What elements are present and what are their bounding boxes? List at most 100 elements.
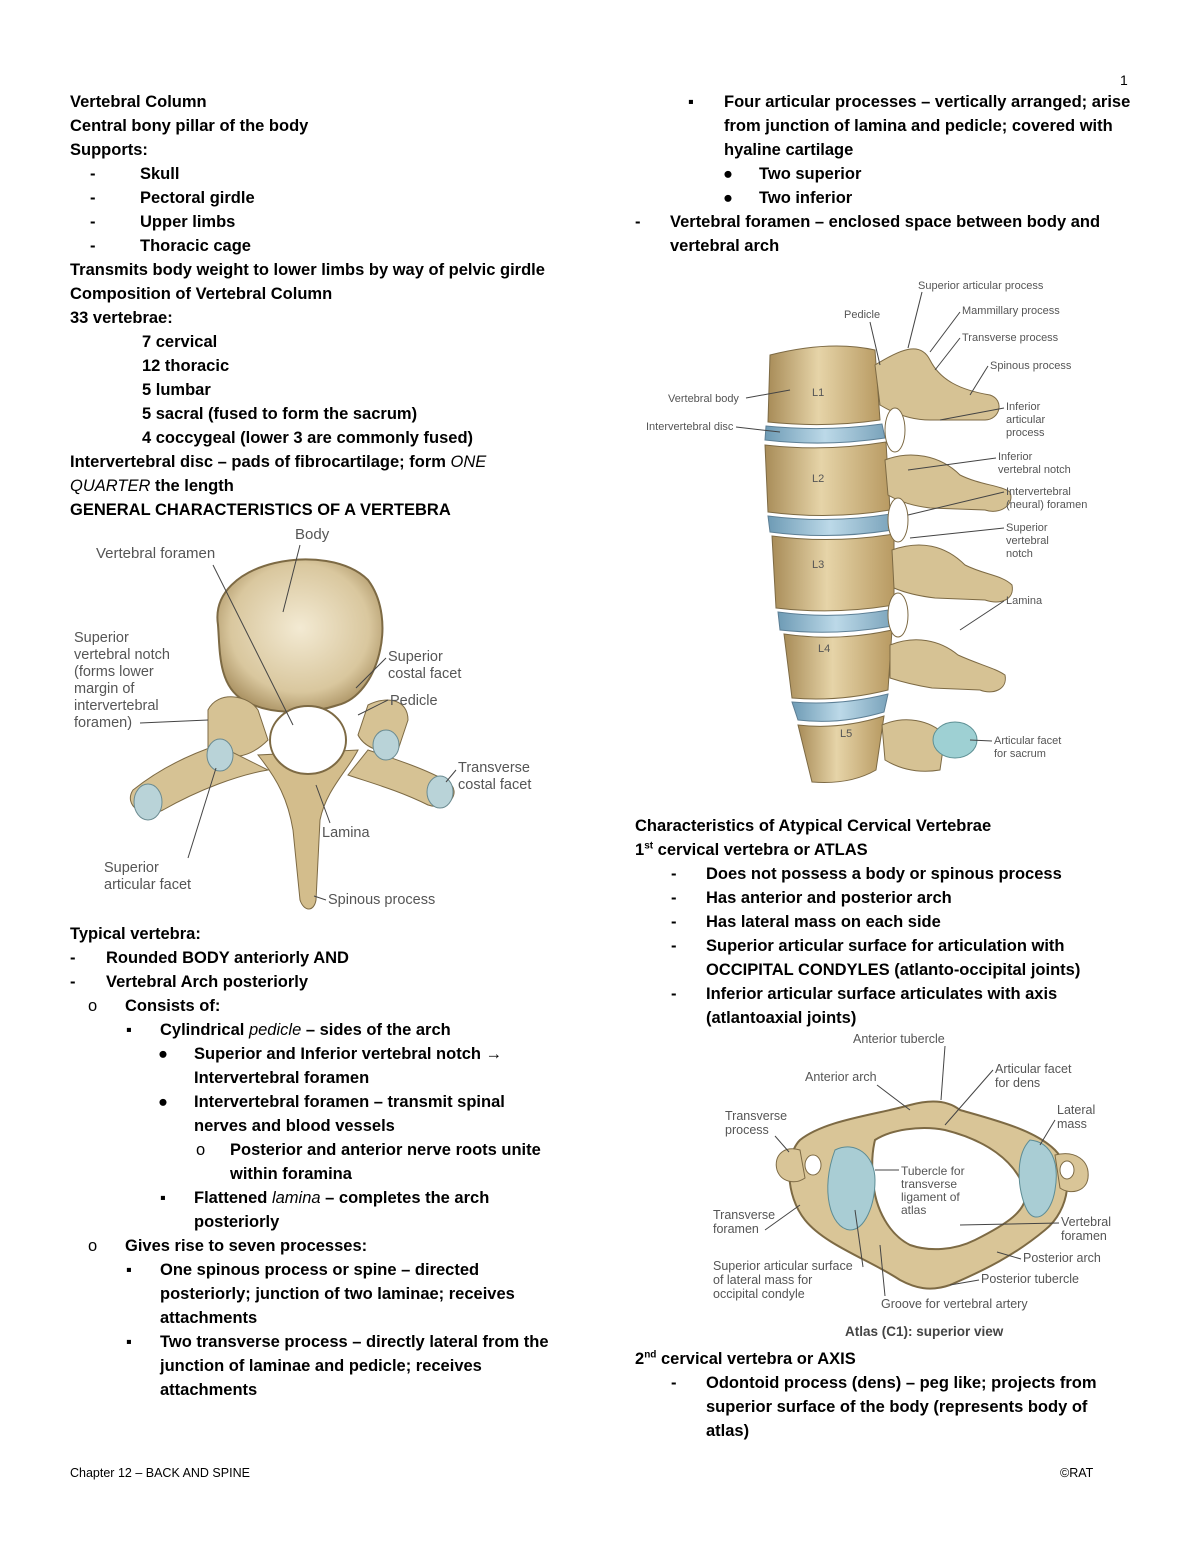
fig3-label-groove: Groove for vertebral artery <box>881 1297 1028 1311</box>
fig2-label-superior-notch-2: vertebral <box>1006 535 1049 547</box>
list-item: -Rounded BODY anteriorly AND <box>70 949 349 967</box>
list-item: -Odontoid process (dens) – peg like; pro… <box>671 1374 1097 1392</box>
footer-credit: ©RAT <box>1060 1466 1094 1480</box>
typical-section: Typical vertebra: -Rounded BODY anterior… <box>70 922 590 1402</box>
atlas-heading: 1st cervical vertebra or ATLAS <box>635 840 868 859</box>
list-item: -Does not possess a body or spinous proc… <box>671 865 1062 883</box>
disc-text-cont: QUARTER the length <box>70 477 234 495</box>
fig1-label-transverse-costal-1: Transverse <box>458 760 530 776</box>
list-item: -Has lateral mass on each side <box>671 913 941 931</box>
fig3-label-vertebral-foramen-2: foramen <box>1061 1229 1107 1243</box>
list-item: 7 cervical <box>142 333 218 351</box>
fig1-label-vertebral-foramen: Vertebral foramen <box>96 545 215 562</box>
fig1-label-superior-notch-3: (forms lower <box>74 664 154 680</box>
fig2-label-lamina: Lamina <box>1006 595 1043 607</box>
fig2-label-mammillary: Mammillary process <box>962 305 1060 317</box>
fig3-label-tubercle-ligament-1: Tubercle for <box>901 1164 965 1178</box>
atypical-section: Characteristics of Atypical Cervical Ver… <box>635 814 1155 1030</box>
fig2-label-intervertebral-foramen-2: (neural) foramen <box>1006 499 1087 511</box>
list-item: -Inferior articular surface articulates … <box>671 985 1058 1003</box>
fig1-label-superior-notch-4: margin of <box>74 681 135 697</box>
figure-lumbar-spine: L1 L2 L3 L4 L5 Superior articular proces… <box>646 280 1087 783</box>
list-item: ▪Flattened lamina – completes the arch <box>160 1189 490 1207</box>
atypical-heading: Characteristics of Atypical Cervical Ver… <box>635 817 992 835</box>
subtitle: Central bony pillar of the body <box>70 117 309 135</box>
figure-atlas: Anterior tubercle Anterior arch Articula… <box>713 1032 1111 1339</box>
list-item-cont: nerves and blood vessels <box>194 1117 395 1135</box>
list-item: ●Two inferior <box>723 189 853 207</box>
fig3-label-facet-dens-1: Articular facet <box>995 1062 1072 1076</box>
fig2-level-l1: L1 <box>812 387 824 399</box>
fig1-label-superior-notch-2: vertebral notch <box>74 647 170 663</box>
list-item-cont: vertebral arch <box>670 237 780 255</box>
supports-label: Supports: <box>70 141 148 159</box>
list-item: -Superior articular surface for articula… <box>671 937 1065 955</box>
list-item-cont: hyaline cartilage <box>724 141 854 159</box>
section-title: Vertebral Column <box>70 93 207 111</box>
list-item: ▪Cylindrical pedicle – sides of the arch <box>126 1021 451 1039</box>
fig2-level-l5: L5 <box>840 728 852 740</box>
list-item-cont: (atlantoaxial joints) <box>706 1009 857 1027</box>
general-heading: GENERAL CHARACTERISTICS OF A VERTEBRA <box>70 501 451 519</box>
list-item: -Vertebral foramen – enclosed space betw… <box>635 213 1101 231</box>
list-item-cont: junction of laminae and pedicle; receive… <box>160 1357 482 1375</box>
list-item: 4 coccygeal (lower 3 are commonly fused) <box>142 429 474 447</box>
list-item: -Upper limbs <box>90 213 236 231</box>
fig3-label-anterior-arch: Anterior arch <box>805 1070 877 1084</box>
fig3-label-transverse-process-1: Transverse <box>725 1109 787 1123</box>
fig3-label-facet-dens-2: for dens <box>995 1076 1040 1090</box>
list-item: -Vertebral Arch posteriorly <box>70 973 309 991</box>
fig2-label-inferior-articular-3: process <box>1006 427 1045 439</box>
list-item-cont: OCCIPITAL CONDYLES (atlanto-occipital jo… <box>706 961 1081 979</box>
fig2-label-pedicle: Pedicle <box>844 309 880 321</box>
fig1-label-superior-notch-1: Superior <box>74 630 129 646</box>
fig2-label-inferior-articular-2: articular <box>1006 414 1045 426</box>
vertebrae-label: 33 vertebrae: <box>70 309 173 327</box>
fig2-level-l3: L3 <box>812 559 824 571</box>
disc-text: Intervertebral disc – pads of fibrocarti… <box>70 453 487 471</box>
fig2-label-inferior-articular-1: Inferior <box>1006 401 1041 413</box>
fig3-caption: Atlas (C1): superior view <box>845 1324 1004 1339</box>
list-item: ●Intervertebral foramen – transmit spina… <box>158 1093 505 1111</box>
transmits-text: Transmits body weight to lower limbs by … <box>70 261 545 279</box>
fig2-label-superior-articular: Superior articular process <box>918 280 1044 292</box>
list-item: ▪Two transverse process – directly later… <box>126 1333 549 1351</box>
axis-heading: 2nd cervical vertebra or AXIS <box>635 1349 856 1368</box>
fig2-label-intervertebral-foramen-1: Intervertebral <box>1006 486 1071 498</box>
fig3-label-transverse-process-2: process <box>725 1123 769 1137</box>
fig3-label-tubercle-ligament-2: transverse <box>901 1177 957 1191</box>
fig1-label-body: Body <box>295 526 330 543</box>
list-item-cont: posteriorly <box>194 1213 280 1231</box>
fig1-label-lamina: Lamina <box>322 825 370 841</box>
fig2-label-superior-notch-3: notch <box>1006 548 1033 560</box>
fig1-label-superior-costal-1: Superior <box>388 649 443 665</box>
fig2-label-inferior-notch-1: Inferior <box>998 451 1033 463</box>
composition-heading: Composition of Vertebral Column <box>70 285 333 303</box>
list-item-cont: superior surface of the body (represents… <box>706 1398 1088 1416</box>
fig2-label-vertebral-body: Vertebral body <box>668 393 739 405</box>
list-item: 5 lumbar <box>142 381 211 399</box>
fig3-label-tubercle-ligament-3: ligament of <box>901 1190 960 1204</box>
footer-chapter: Chapter 12 – BACK AND SPINE <box>70 1466 250 1480</box>
list-item: -Pectoral girdle <box>90 189 255 207</box>
fig3-label-tubercle-ligament-4: atlas <box>901 1203 926 1217</box>
axis-section: 2nd cervical vertebra or AXIS -Odontoid … <box>635 1347 1155 1443</box>
fig3-label-vertebral-foramen-1: Vertebral <box>1061 1215 1111 1229</box>
list-item-cont: posteriorly; junction of two laminae; re… <box>160 1285 515 1303</box>
fig1-label-superior-articular-2: articular facet <box>104 877 191 893</box>
figure-thoracic-vertebra: Body Vertebral foramen Superior vertebra… <box>74 526 531 910</box>
fig3-label-superior-surface-2: of lateral mass for <box>713 1273 812 1287</box>
list-item-cont: from junction of lamina and pedicle; cov… <box>724 117 1113 135</box>
list-item-cont: attachments <box>160 1309 258 1327</box>
list-item-cont: atlas) <box>706 1422 750 1440</box>
fig3-label-transverse-foramen-1: Transverse <box>713 1208 775 1222</box>
fig2-label-spinous: Spinous process <box>990 360 1072 372</box>
fig3-label-lateral-mass-2: mass <box>1057 1117 1087 1131</box>
fig3-label-lateral-mass-1: Lateral <box>1057 1103 1095 1117</box>
fig3-label-posterior-arch: Posterior arch <box>1023 1251 1101 1265</box>
fig2-label-intervertebral-disc: Intervertebral disc <box>646 421 734 433</box>
fig2-label-transverse: Transverse process <box>962 332 1059 344</box>
fig2-label-facet-sacrum-1: Articular facet <box>994 735 1061 747</box>
